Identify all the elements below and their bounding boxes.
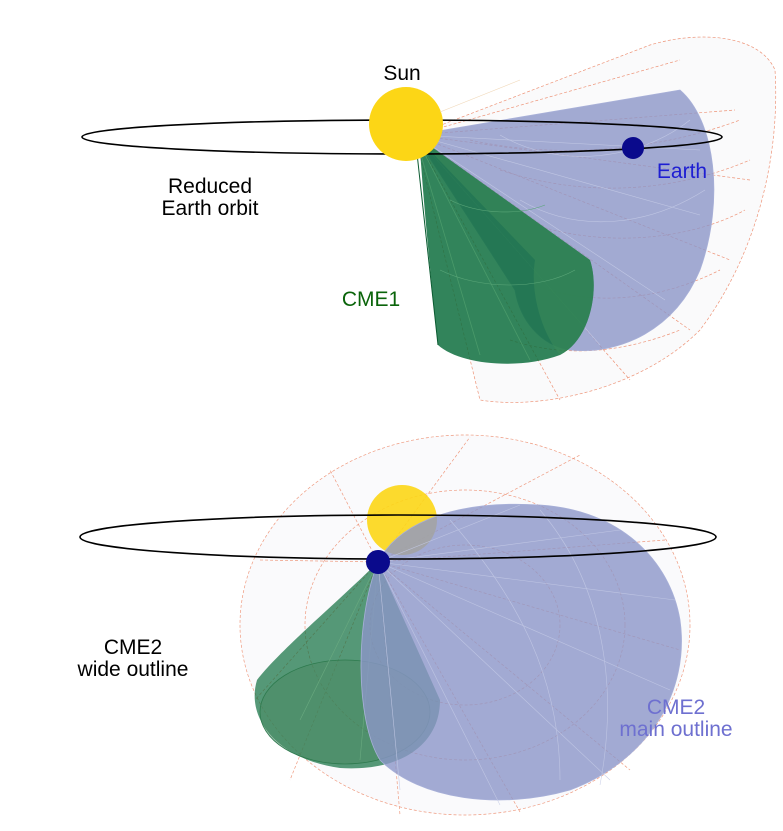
wide-label-line1: CME2 bbox=[103, 636, 163, 659]
top-sun-flare bbox=[439, 79, 521, 113]
cme2-main-cone bbox=[360, 503, 682, 806]
orbit-label-line1: Reduced bbox=[167, 175, 253, 198]
cme1-cone bbox=[414, 134, 594, 364]
orbit-label-line2: Earth orbit bbox=[161, 197, 259, 220]
sun-label: Sun bbox=[383, 62, 421, 85]
cme1-label: CME1 bbox=[341, 288, 401, 311]
earth-label: Earth bbox=[656, 160, 708, 183]
top-sun bbox=[369, 87, 443, 161]
main-label-line1: CME2 bbox=[646, 696, 706, 719]
reduced-earth-orbit-label: Reduced Earth orbit bbox=[130, 176, 290, 220]
wide-label-line2: wide outline bbox=[77, 658, 189, 681]
cme2-wide-outline-label: CME2 wide outline bbox=[48, 637, 218, 681]
main-label-line2: main outline bbox=[619, 718, 733, 741]
bottom-panel bbox=[79, 434, 717, 816]
top-earth bbox=[622, 137, 644, 159]
bottom-earth-orbit bbox=[79, 514, 717, 560]
top-panel bbox=[81, 36, 777, 403]
cme2-main-outline-label: CME2 main outline bbox=[596, 697, 756, 741]
bottom-earth bbox=[366, 550, 390, 574]
